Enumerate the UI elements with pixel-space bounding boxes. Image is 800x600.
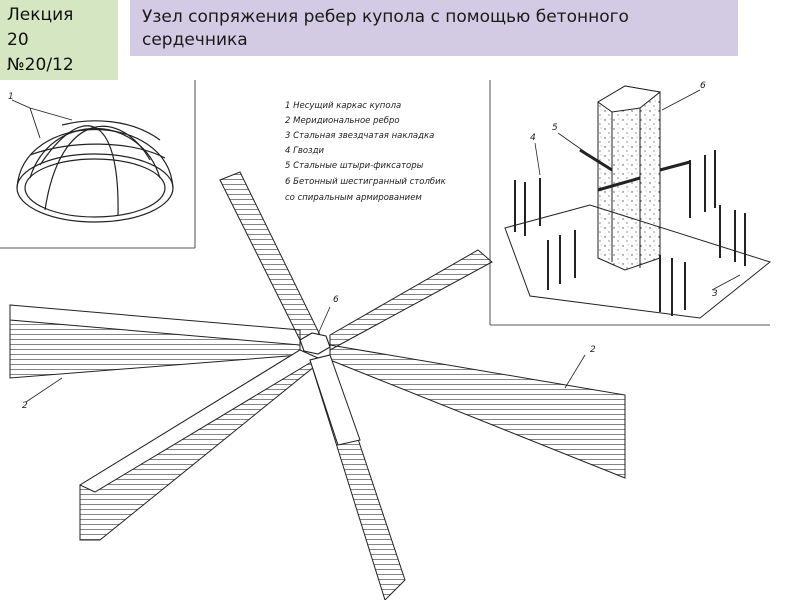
callout-dome: 1 <box>8 92 14 102</box>
rib-upper-right <box>329 249 493 351</box>
dome-base-inner-ring <box>24 158 166 218</box>
dome-ring-mid <box>29 143 166 159</box>
core-detail-drawing <box>489 80 772 326</box>
rib-left-top <box>9 304 301 346</box>
dome-ring-upper <box>61 120 161 141</box>
legend-item-3: 3 Стальная звездчатая накладка <box>285 131 434 141</box>
legend-item-6-cont: со спиральным армированием <box>285 193 422 203</box>
lecture-code: №20/12 <box>7 55 74 75</box>
callout-nails: 4 <box>530 133 536 143</box>
dome-rib-c <box>39 125 119 216</box>
lecture-word: Лекция <box>7 5 74 25</box>
rib-lower-top <box>309 354 361 446</box>
lecture-number: 20 <box>7 30 29 50</box>
lecture-label: Лекция 20 №20/12 <box>0 0 118 80</box>
callout-core-detail: 6 <box>700 81 706 91</box>
dome-rib-b <box>44 125 151 211</box>
legend-item-5: 5 Стальные штыри-фиксаторы <box>285 161 424 171</box>
callout-pins: 5 <box>552 123 558 133</box>
core-hexagon <box>299 332 331 355</box>
star-joint <box>9 171 626 600</box>
dome-outline <box>16 128 174 189</box>
dome-sketch <box>0 80 196 249</box>
rib-right <box>329 344 626 479</box>
legend-item-6: 6 Бетонный шестигранный столбик <box>285 177 447 187</box>
slide-title: Узел сопряжения ребер купола с помощью б… <box>130 0 738 56</box>
rib-lower-left-top <box>78 349 320 493</box>
legend-item-1: 1 Несущий каркас купола <box>285 101 401 111</box>
legend-item-4: 4 Гвозди <box>285 146 324 156</box>
legend-item-2: 2 Меридиональное ребро <box>285 116 400 126</box>
callout-rib-left: 2 <box>22 401 28 411</box>
dome-rib-a <box>29 127 161 179</box>
legend: 1 Несущий каркас купола 2 Меридиональное… <box>285 101 447 203</box>
callout-core-center: 6 <box>333 295 339 305</box>
callout-rib-right: 2 <box>590 345 596 355</box>
callout-plate: 3 <box>712 289 718 299</box>
concrete-column <box>597 85 661 271</box>
